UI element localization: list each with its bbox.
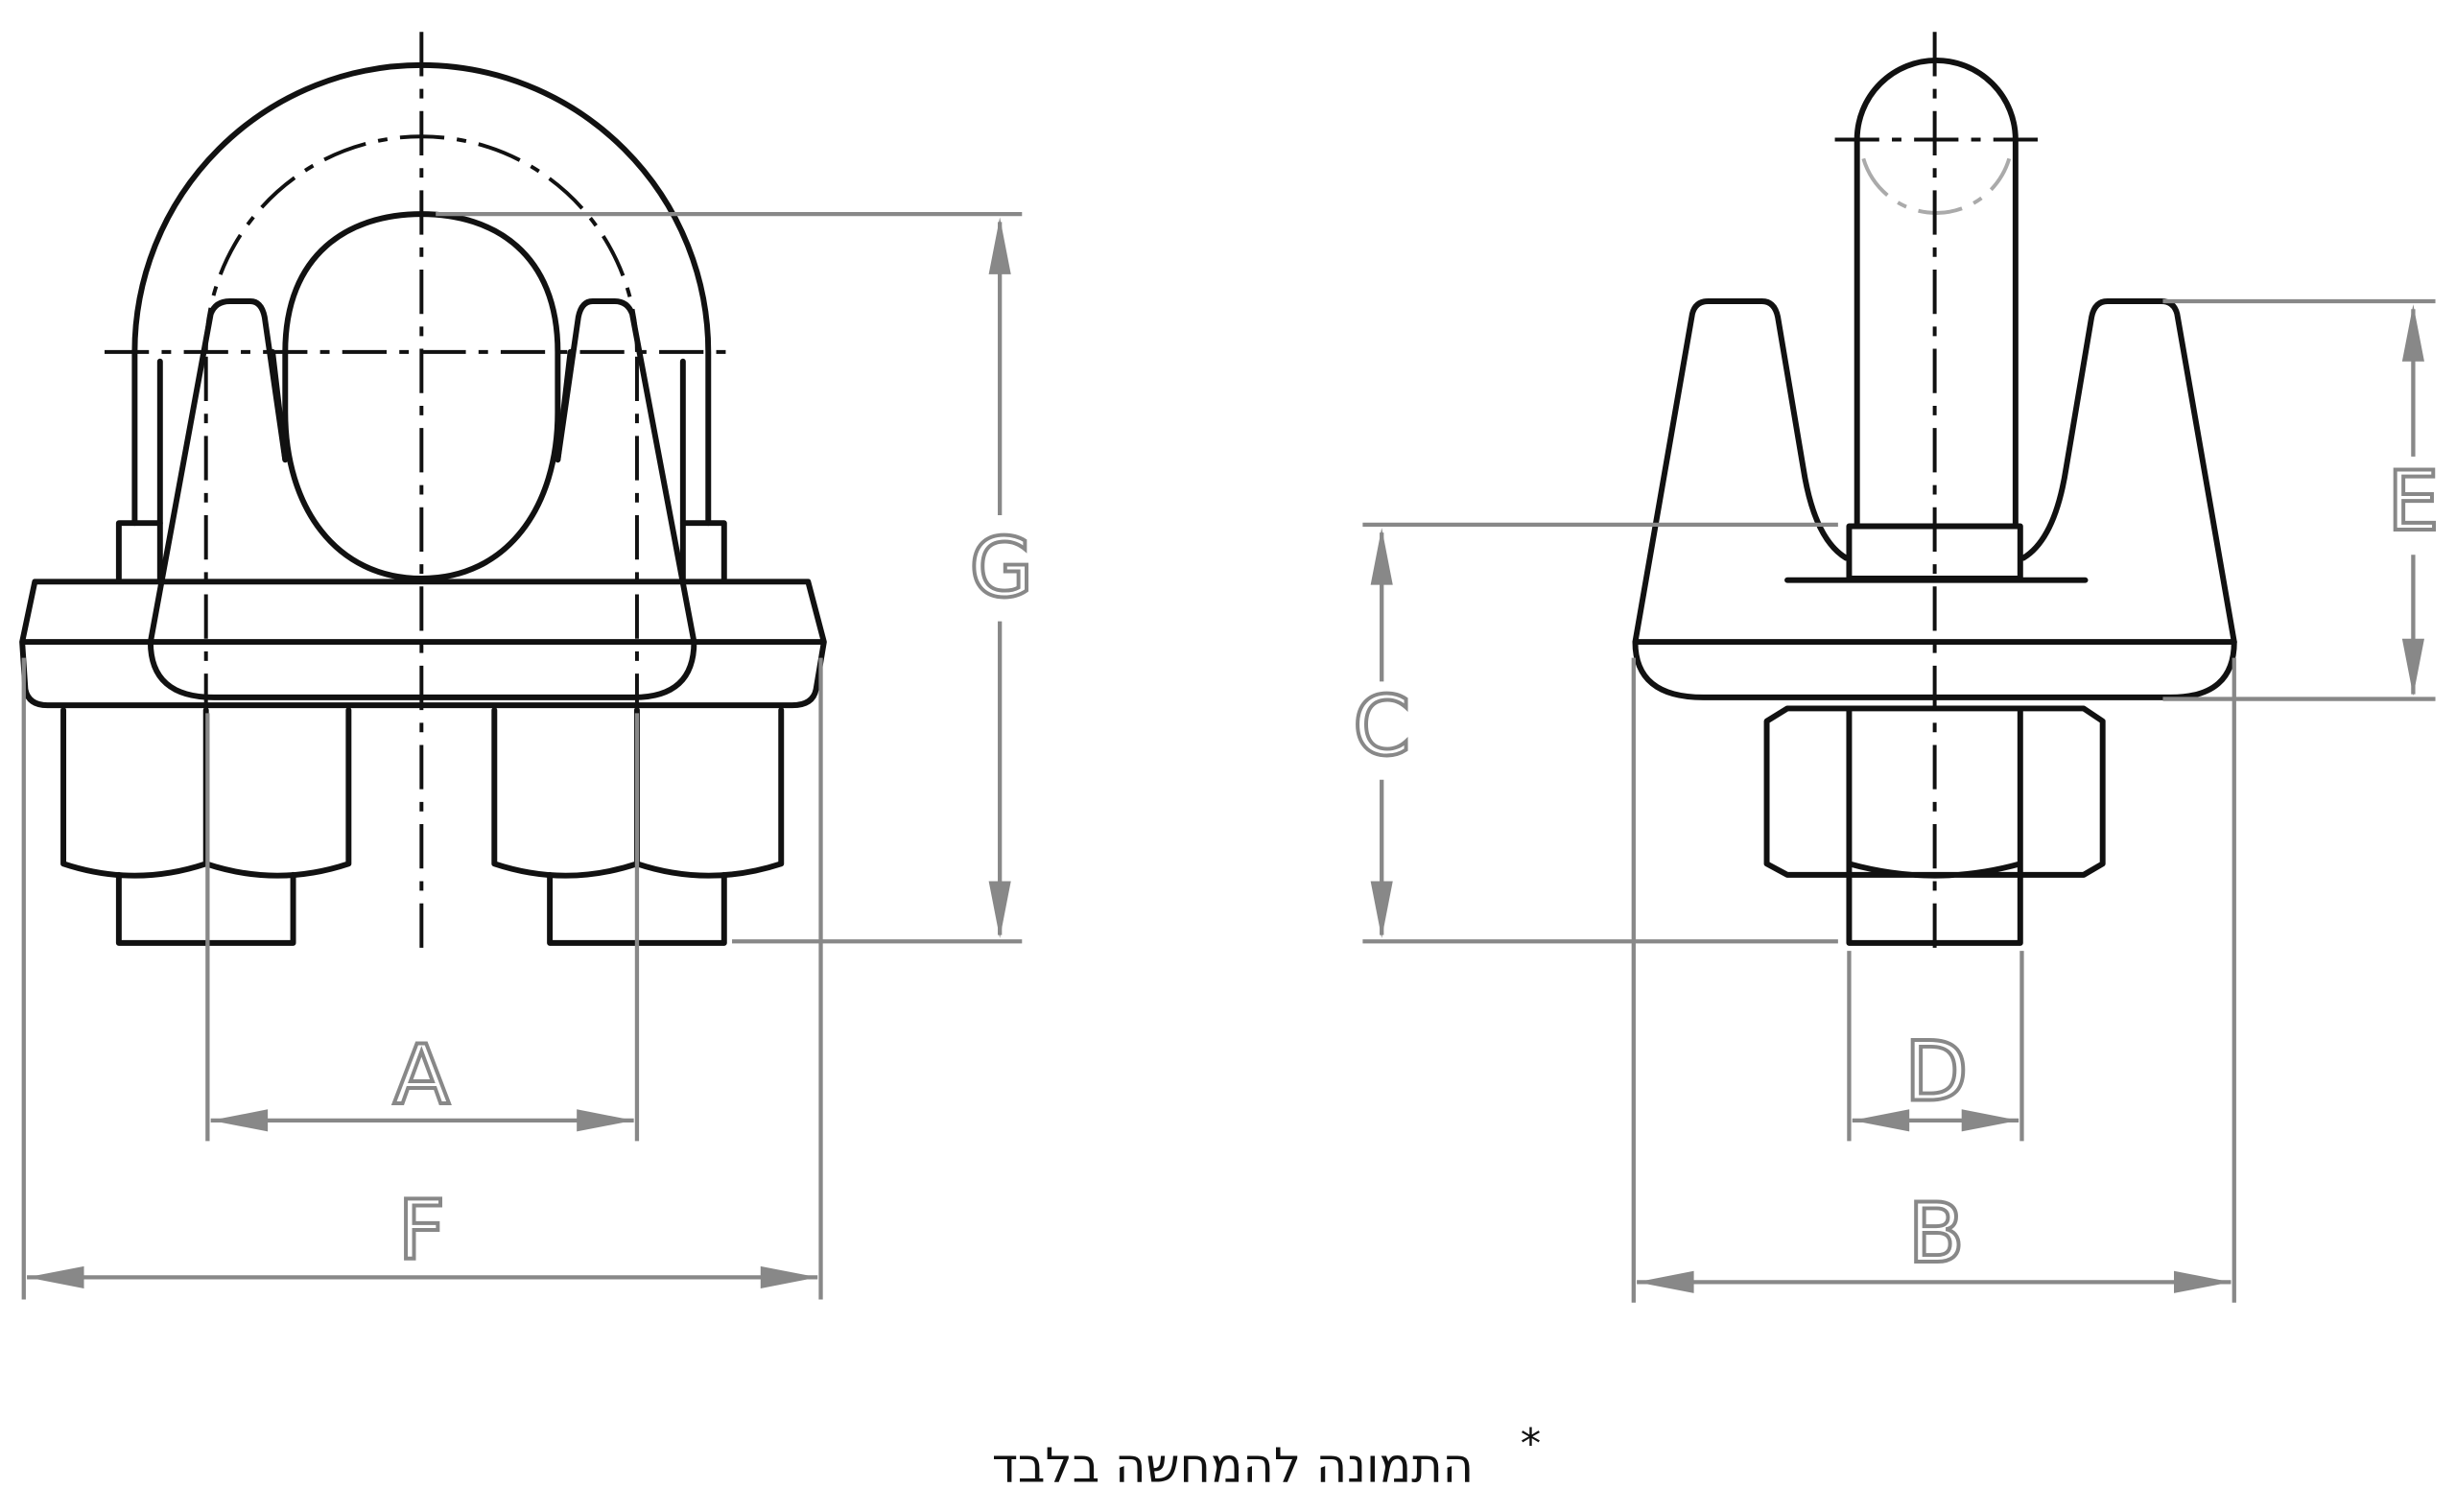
saddle-base [147,639,697,700]
disclaimer-caption: התמונה להמחשה בלבד [992,1437,1474,1493]
saddle-body [147,298,697,646]
bolt-collar [1784,523,2089,583]
side-nut [1763,705,2106,879]
caption-asterisk: * [1521,1421,1541,1469]
bolt-dome [1854,58,2019,527]
rope-groove [282,211,561,581]
u-bolt-outer [131,61,712,527]
base-plate [19,579,827,709]
dim-label-b: B [1908,1186,1965,1282]
dim-label-d: D [1904,1025,1968,1121]
legs-block [115,520,727,581]
dimension-lines [21,212,2436,1303]
dim-label-g: G [970,521,1034,617]
saddle-left [1632,298,1850,646]
dim-label-c: C [1353,679,1410,775]
saddle-inner [270,348,574,463]
u-bolt-inner [156,358,686,527]
side-view [1632,32,2237,959]
front-view [19,32,827,959]
side-centerlines [1834,32,2038,959]
centerlines [105,32,739,959]
dim-label-f: F [398,1183,445,1279]
dim-label-e: E [2387,454,2439,550]
dim-label-a: A [393,1028,450,1123]
saddle-right [2020,298,2237,646]
